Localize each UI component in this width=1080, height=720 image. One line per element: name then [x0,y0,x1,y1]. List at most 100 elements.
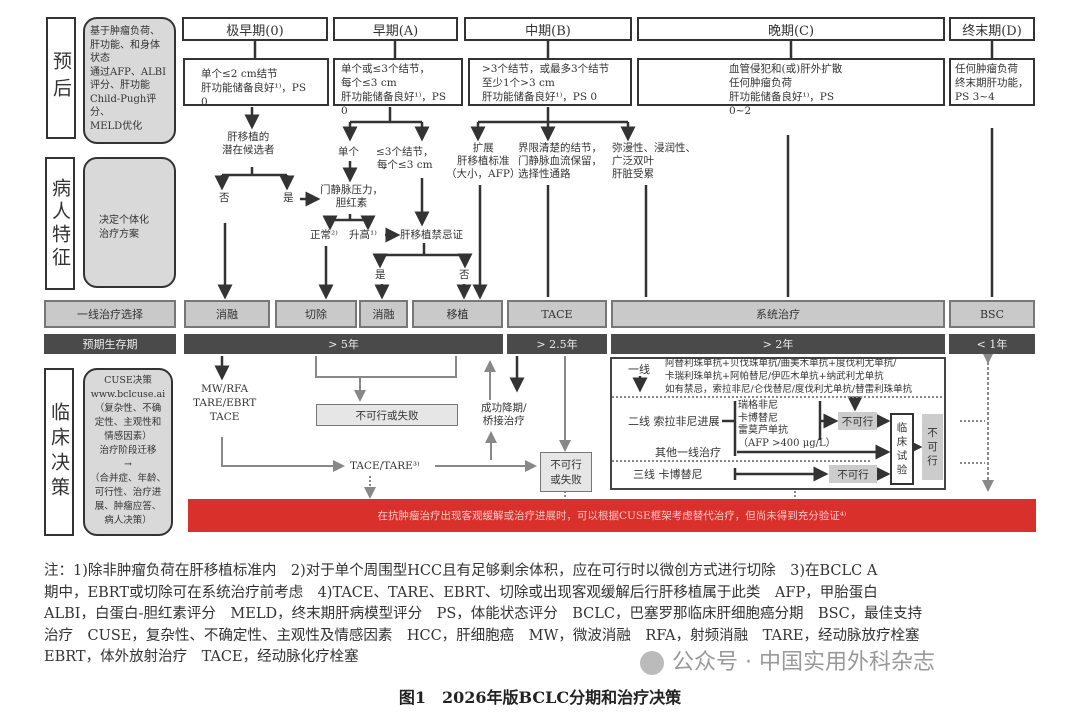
treatment-ablation-a: 消融 [359,300,408,328]
footnotes: 注：1)除非肿瘤负荷在肝移植标准内 2)对于单个周围型HCC且有足够剩余体积，应… [44,561,1054,669]
criteria-line: 任何肿瘤负荷 [729,77,792,89]
flow-line: 肝移植标准 [456,155,510,167]
treatment-tace: TACE [507,300,607,328]
char: 验 [896,464,908,476]
criteria-line: 肝功能储备良好¹⁾，PS 0 [482,91,598,103]
stage-criteria-0: 单个≤2 cm结节 肝功能储备良好¹⁾，PS 0 [183,58,329,108]
flow-line: 潜在候选者 [222,144,275,156]
flow-line: （大小，AFP） [446,168,521,180]
flow-line: 扩展 [472,142,494,154]
flow-line: 门静脉血流保留， [518,155,602,167]
regimen-line: 阿替利珠单抗+贝伐珠单抗/曲美木单抗+度伐利尤单抗/ [665,358,897,369]
other-first-line-label: 其他一线治疗 [655,446,721,459]
criteria-line: 每个≤3 cm [341,77,397,89]
transplant-candidate-text: 肝移植的潜在候选者 [222,131,275,157]
flow-line: 或失败 [550,474,582,486]
not-feasible-box: 不可行 [838,412,877,430]
note-line: 评分、肝功能 [90,80,150,91]
no-label: 否 [219,192,230,204]
criteria-line: PS 3~4 [955,91,995,103]
wechat-icon [640,651,664,675]
tace-tare-text: TACE/TARE³⁾ [350,460,420,472]
first-line-label: 一线治疗选择 [44,300,176,328]
transplant-contraindication-text: 肝移植禁忌证 [400,229,463,241]
flow-line: 肝移植的 [227,131,270,143]
drug-line: 雷莫芦单抗 [738,425,788,436]
second-line-label: 二线 索拉非尼进展 [628,415,720,428]
cuse-note: CUSE决策 www.bclcuse.ai （复杂性、不确 定性、主观性和 情感… [83,368,173,536]
note-line: Child-Pugh评分、 [90,93,157,119]
flow-line: 界限清楚的结节， [518,142,602,154]
note-line: 病人决策） [104,515,152,526]
local-therapy-options: MW/RFA TARE/EBRT TACE [193,382,256,424]
not-feasible-box: 不可行 [829,465,877,483]
flow-line: 弥漫性、浸润性、 [612,142,696,154]
clinical-trial-box: 临床试验 [890,413,914,485]
single-nodule-text: 单个 [338,146,359,158]
criteria-line: 终末期肝功能， [955,77,1029,89]
stage-header-a: 早期(A) [333,17,458,41]
drug-line: 瑞格非尼 [738,400,778,411]
char: 不 [927,427,938,439]
note-line: 基于肿瘤负荷、 [90,26,160,37]
drug-line: 卡博替尼 [738,412,778,424]
note-line: 决定个体化 [99,215,149,226]
defined-nodules-text: 界限清楚的结节，门静脉血流保留，选择性通路 [518,142,602,181]
row-label-text: 预后 [50,51,72,105]
treatment-ablation: 消融 [184,300,270,328]
no-label: 否 [459,269,470,281]
stage-criteria-c: 血管侵犯和(或)肝外扩散 任何肿瘤负荷 肝功能储备良好¹⁾，PS 0~2 [637,58,945,117]
stage-criteria-a: 单个或≤3个结节， 每个≤3 cm 肝功能储备良好¹⁾，PS 0 [333,58,463,117]
flow-line: TACE [209,411,240,423]
footnote-line: EBRT，体外放射治疗 TACE，经动脉化疗栓塞 [44,649,359,665]
watermark: 公众号 · 中国实用外科杂志 [640,649,935,677]
treatment-systemic: 系统治疗 [611,300,945,328]
second-line-drugs: 瑞格非尼卡博替尼雷莫芦单抗（AFP >400 μg/L） [738,400,836,450]
note-line: 肝功能、和身体 [90,39,160,51]
criteria-line: 血管侵犯和(或)肝外扩散 [729,63,843,75]
normal-label: 正常²⁾ [310,229,338,241]
drug-line: （AFP >400 μg/L） [738,437,836,449]
figure-caption: 图1 2026年版BCLC分期和治疗决策 [398,688,682,707]
treatment-transplant: 移植 [412,300,503,328]
char: 可 [927,441,938,453]
footnote-line: ALBI，白蛋白-胆红素评分 MELD，终末期肝病模型评分 PS，体能状态评分 … [44,606,923,622]
patient-note: 决定个体化 治疗方案 [83,157,176,288]
note-line: 治疗阶段迁移 [99,445,157,456]
row-label-patient: 病人特征 [45,157,75,290]
not-feasible-or-failed-box: 不可行或失败 [316,404,458,426]
footnote-line: 治疗 CUSE，复杂性、不确定性、主观性及情感因素 HCC，肝细胞癌 MW，微波… [44,627,920,644]
criteria-line: 任何肿瘤负荷 [955,63,1018,75]
cuse-alternative-therapy-banner: 在抗肿瘤治疗出现客观缓解或治疗进展时，可以根据CUSE框架考虑替代治疗，但尚未得… [188,499,1036,532]
stage-header-c: 晚期(C) [637,17,945,41]
multi-nodule-text: ≤3个结节，每个≤3 cm [376,146,433,172]
flow-line: TARE/EBRT [193,397,257,409]
stage-header-0: 极早期(0) [182,17,328,41]
survival-intermediate: > 2.5年 [507,334,607,354]
flow-line: 肝脏受累 [612,168,654,180]
flow-line: 门静脉压力， [320,184,383,196]
regimen-line: 卡瑞利珠单抗+阿帕替尼/伊匹木单抗+纳武利尤单抗 [665,371,884,382]
cuse-link[interactable]: www.bclcuse.ai [90,389,166,400]
flow-line: 桥接治疗 [482,415,525,427]
flow-line: 选择性通路 [518,168,571,180]
survival-terminal: < 1年 [949,334,1035,354]
yes-label: 是 [375,269,386,281]
char: 临 [896,422,908,434]
expanded-criteria-text: 扩展肝移植标准（大小，AFP） [446,142,520,181]
stage-criteria-b: >3个结节，或最多3个结节 至少1个>3 cm 肝功能储备良好¹⁾，PS 0 [468,58,632,106]
criteria-line: 单个或≤3个结节， [341,63,430,75]
first-line-regimens: 阿替利珠单抗+贝伐珠单抗/曲美木单抗+度伐利尤单抗/卡瑞利珠单抗+阿帕替尼/伊匹… [665,357,912,396]
flow-line: 不可行 [550,459,582,471]
note-line: （合并症、年龄、 [89,473,166,484]
third-line-label: 三线 卡博替尼 [633,468,703,481]
char: 床 [896,436,908,448]
survival-early: > 5年 [184,334,503,354]
row-label-text: 临床决策 [48,402,70,502]
flow-line: 广泛双叶 [612,155,654,167]
final-not-feasible-box: 不可行 [922,414,943,480]
char: 试 [896,450,908,462]
flow-line: MW/RFA [201,383,249,395]
row-label-text: 病人特征 [49,177,71,270]
flow-line: 成功降期/ [481,402,527,414]
